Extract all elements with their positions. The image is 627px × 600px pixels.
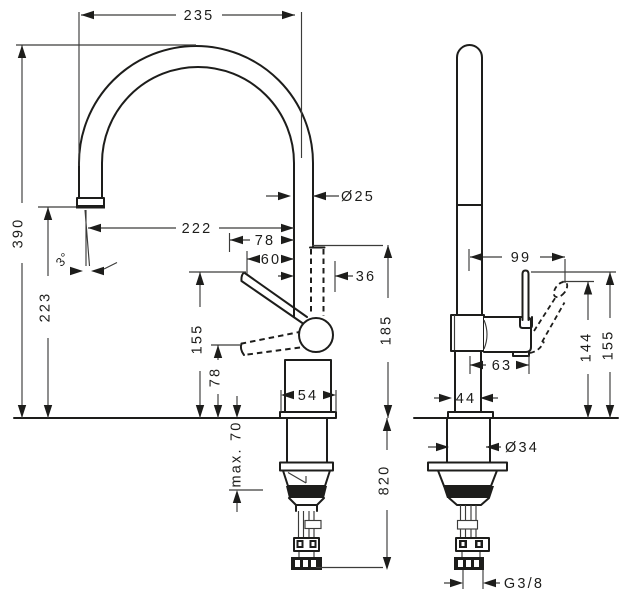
front-view bbox=[76, 45, 337, 570]
dim-lever-tip-height-label: 155 bbox=[190, 324, 206, 355]
dim-spout-reach-label: 235 bbox=[184, 8, 215, 24]
escutcheon-detail bbox=[287, 472, 307, 484]
housing-step bbox=[512, 351, 530, 357]
dim-lever-open-reach-label: 78 bbox=[255, 233, 276, 249]
dim-lever-open-height-label: 78 bbox=[208, 367, 224, 388]
spout-outline bbox=[76, 45, 314, 318]
dim-lever-open-tip-height-label: 144 bbox=[579, 332, 595, 363]
column-outline bbox=[456, 44, 483, 316]
spray-angle: 3° bbox=[53, 209, 118, 276]
lower-column bbox=[454, 350, 482, 413]
dim-total-height-label: 390 bbox=[11, 218, 27, 249]
faucet-body bbox=[284, 359, 332, 413]
base-flange bbox=[279, 411, 337, 419]
handle-lever bbox=[240, 271, 308, 325]
dimension-annotations: 3° 235 390 223 Ø25 222 78 60 36 bbox=[11, 8, 617, 592]
dim-outlet-angle-label: 3° bbox=[53, 250, 73, 270]
mounting-hardware-front bbox=[279, 417, 334, 570]
dim-base-escutcheon-label: 54 bbox=[298, 388, 319, 404]
base-flange-side bbox=[447, 411, 494, 419]
side-view bbox=[427, 44, 569, 570]
dim-spout-diameter-label: Ø25 bbox=[341, 189, 375, 205]
dim-outlet-height-label: 223 bbox=[38, 292, 54, 323]
dim-lever-hub-label: 36 bbox=[356, 269, 377, 285]
lever-hub bbox=[298, 317, 334, 353]
dim-upper-body-height-label: 185 bbox=[379, 315, 395, 346]
lever-open-dashed bbox=[529, 281, 569, 354]
handle-lever-open-dashed bbox=[241, 330, 303, 356]
dim-lever-top-height-label: 155 bbox=[601, 330, 617, 361]
dim-hose-length-label: 820 bbox=[377, 465, 393, 496]
handle-lever-open-cap bbox=[239, 342, 245, 356]
lever-rod bbox=[521, 269, 530, 321]
dim-lever-length-label: 99 bbox=[511, 250, 532, 266]
seal-nut bbox=[286, 486, 327, 498]
hose-clip-side bbox=[456, 519, 479, 530]
seal-nut-side bbox=[443, 486, 494, 498]
mounting-hardware-side bbox=[427, 417, 508, 570]
lever-housing bbox=[483, 316, 532, 353]
hose-clip bbox=[304, 519, 322, 530]
lever-collar bbox=[519, 316, 533, 329]
pull-rod-dashed bbox=[310, 249, 325, 316]
body-block bbox=[450, 314, 485, 352]
dim-lever-reach-label: 60 bbox=[261, 252, 282, 268]
dim-lever-overhang-label: 63 bbox=[492, 358, 513, 374]
dim-outlet-reach-label: 222 bbox=[182, 221, 213, 237]
dim-shank-diameter-label: Ø34 bbox=[505, 440, 539, 456]
dim-base-width-label: 44 bbox=[456, 391, 477, 407]
dim-max-mounting-depth-label: max. 70 bbox=[229, 421, 245, 488]
dim-hose-connection-label: G3/8 bbox=[504, 576, 544, 592]
